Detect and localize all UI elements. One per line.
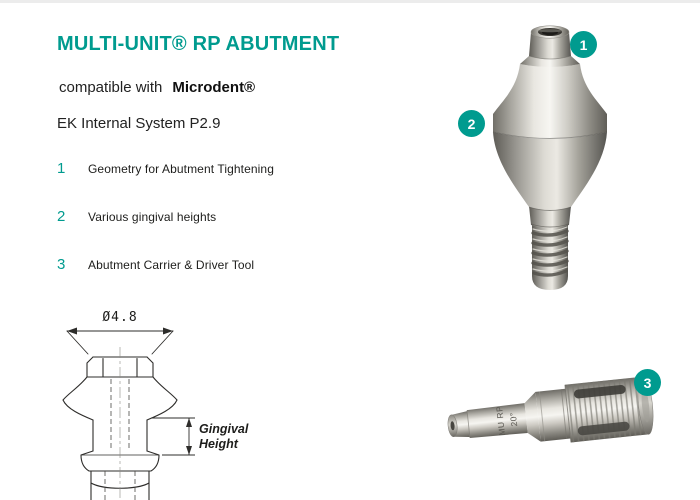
gingival-label-line1: Gingival <box>199 422 249 436</box>
feature-number-2: 2 <box>57 208 66 225</box>
callout-badge-2: 2 <box>458 110 485 137</box>
brand-name: Microdent® <box>172 79 256 96</box>
abutment-photo <box>492 25 608 290</box>
feature-item-2: 2 Various gingival heights <box>57 208 274 226</box>
feature-label-2: Various gingival heights <box>88 210 217 224</box>
gingival-label-line2: Height <box>199 437 239 451</box>
tool-engraving-line2: 20° <box>508 412 519 427</box>
system-name: EK Internal System P2.9 <box>57 115 221 132</box>
abutment-render <box>455 12 645 297</box>
compatibility-line: compatible with Microdent® <box>59 79 255 96</box>
callout-badge-3: 3 <box>634 369 661 396</box>
driver-tool-render: MU RP 20° <box>438 345 673 485</box>
technical-drawing: Ø4.8 Gingival Height <box>15 305 265 500</box>
page-title: MULTI-UNIT® RP ABUTMENT <box>57 33 340 55</box>
feature-number-1: 1 <box>57 160 66 177</box>
drawing-svg: Ø4.8 Gingival Height <box>62 310 249 500</box>
callout-badge-1: 1 <box>570 31 597 58</box>
tool-photo: MU RP 20° <box>447 376 654 443</box>
tool-engraving-line1: MU RP <box>494 405 507 436</box>
feature-number-3: 3 <box>57 256 66 273</box>
top-border <box>0 0 700 3</box>
diameter-dimension: Ø4.8 <box>102 310 137 325</box>
feature-item-1: 1 Geometry for Abutment Tightening <box>57 160 274 178</box>
feature-label-3: Abutment Carrier & Driver Tool <box>88 258 255 272</box>
compatible-label: compatible with <box>59 79 163 96</box>
feature-item-3: 3 Abutment Carrier & Driver Tool <box>57 256 274 274</box>
feature-list: 1 Geometry for Abutment Tightening 2 Var… <box>57 160 274 304</box>
feature-label-1: Geometry for Abutment Tightening <box>88 162 274 176</box>
